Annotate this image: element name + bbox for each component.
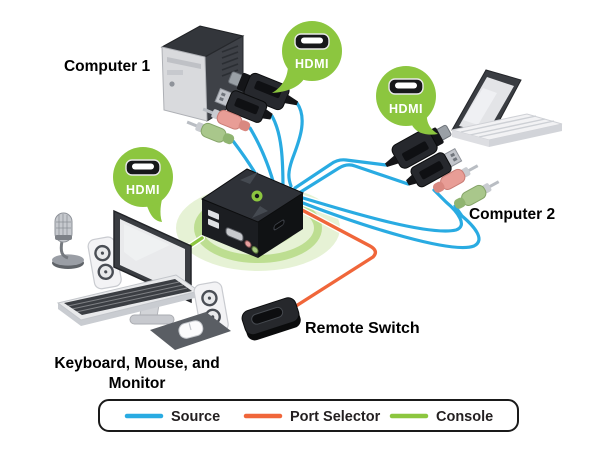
keyboard-keys [64,279,192,315]
kvm-switch [200,168,305,258]
hdmi-bubble-label: HDMI [295,57,329,71]
hdmi-connector-slot [301,37,323,44]
legend: Source Port Selector Console [98,399,519,432]
hdmi-bubble-console: HDMI [113,147,173,222]
computer2-label: Computer 2 [469,206,555,223]
console-devices [52,209,231,350]
kvm-usb-port-1 [208,209,219,220]
remote-switch-label: Remote Switch [305,320,420,337]
legend-box [98,399,519,432]
bubble-tail [412,111,438,135]
bubble-circle [376,66,436,126]
laptop-keyboard-rows [460,115,555,138]
laptop-screen-glare [463,88,497,125]
usb-plug-computer2 [406,147,463,188]
cable-computer2-usb [297,163,410,195]
tower-vents [221,45,239,77]
hdmi-connector-slot [395,82,417,89]
monitor-glare [124,224,170,261]
bubble-circle [282,21,342,81]
hdmi-connector-slot [132,163,154,170]
kvm-top-decor-2 [252,206,268,218]
kvm-front-ports [208,209,259,254]
mic-plug-computer2 [432,164,479,193]
kvm-side-port-group [273,219,285,231]
laptop [451,69,563,147]
laptop-right-edge [489,124,562,147]
hdmi-bubble-computer1: HDMI [272,21,342,93]
hdmi-plug-computer2 [385,124,452,169]
speaker-left [87,236,122,290]
kvm-audio-jack [251,246,259,254]
legend-item-port-selector: Port Selector [243,409,381,425]
orange-cable-core [294,208,378,308]
kvm-mic-jack [244,240,252,248]
mouse-button-split [188,323,192,331]
audio-plug-computer2 [453,180,500,209]
computer1-label: Computer 1 [64,58,151,75]
legend-item-console: Console [389,409,493,425]
mouse [178,320,204,339]
kvm-top-decor-1 [240,172,258,184]
source-cables-core [231,101,481,250]
hdmi-bubble-computer2: HDMI [376,66,438,135]
legend-label-console: Console [436,409,493,425]
remote-switch-button [251,306,284,325]
tower-power-button [169,81,175,87]
bubble-circle [113,147,173,207]
keyboard [56,274,201,326]
mic-band [55,235,72,240]
monitor-stand-base [129,314,175,325]
cable-computer1-hdmi [287,101,304,188]
legend-item-source: Source [124,409,220,425]
cable-computer2-hdmi [293,158,388,190]
audio-plug-computer1 [186,120,235,145]
remote-switch-device [241,297,301,341]
kvm-remote-port [273,219,285,231]
desktop-tower [160,25,245,122]
kvm-logo-eye [254,193,260,199]
computer2-plugs [385,124,500,209]
kvm-hdmi-port [225,227,244,242]
cable-computer1-usb [270,114,285,192]
hdmi-bubble-label: HDMI [389,102,423,116]
keyboard-key-rows [67,281,188,313]
tower-drive-slot-2 [167,70,183,75]
mousepad [150,312,231,350]
computer1-plugs [186,71,299,145]
cable-computer2-mic [301,188,463,233]
mic-plug-computer1 [202,107,251,132]
legend-label-port-selector: Port Selector [290,409,381,425]
keyboard-edge-front [81,291,199,326]
kvm-usb-port-2 [208,218,219,229]
console-label-line2: Monitor [109,375,166,392]
laptop-front-edge [452,130,489,147]
legend-label-source: Source [171,409,220,425]
port-selector-cable [293,207,379,309]
mic-stem [59,240,69,260]
console-label-line1: Keyboard, Mouse, and [54,355,219,372]
cable-computer2-audio [301,201,481,250]
usb-plug-computer1 [214,87,273,123]
microphone [52,212,84,269]
hdmi-bubble-label: HDMI [126,183,160,197]
mic-base-top [52,254,84,266]
keyboard-edge-left [58,303,81,326]
tower-drive-slot [167,57,201,69]
